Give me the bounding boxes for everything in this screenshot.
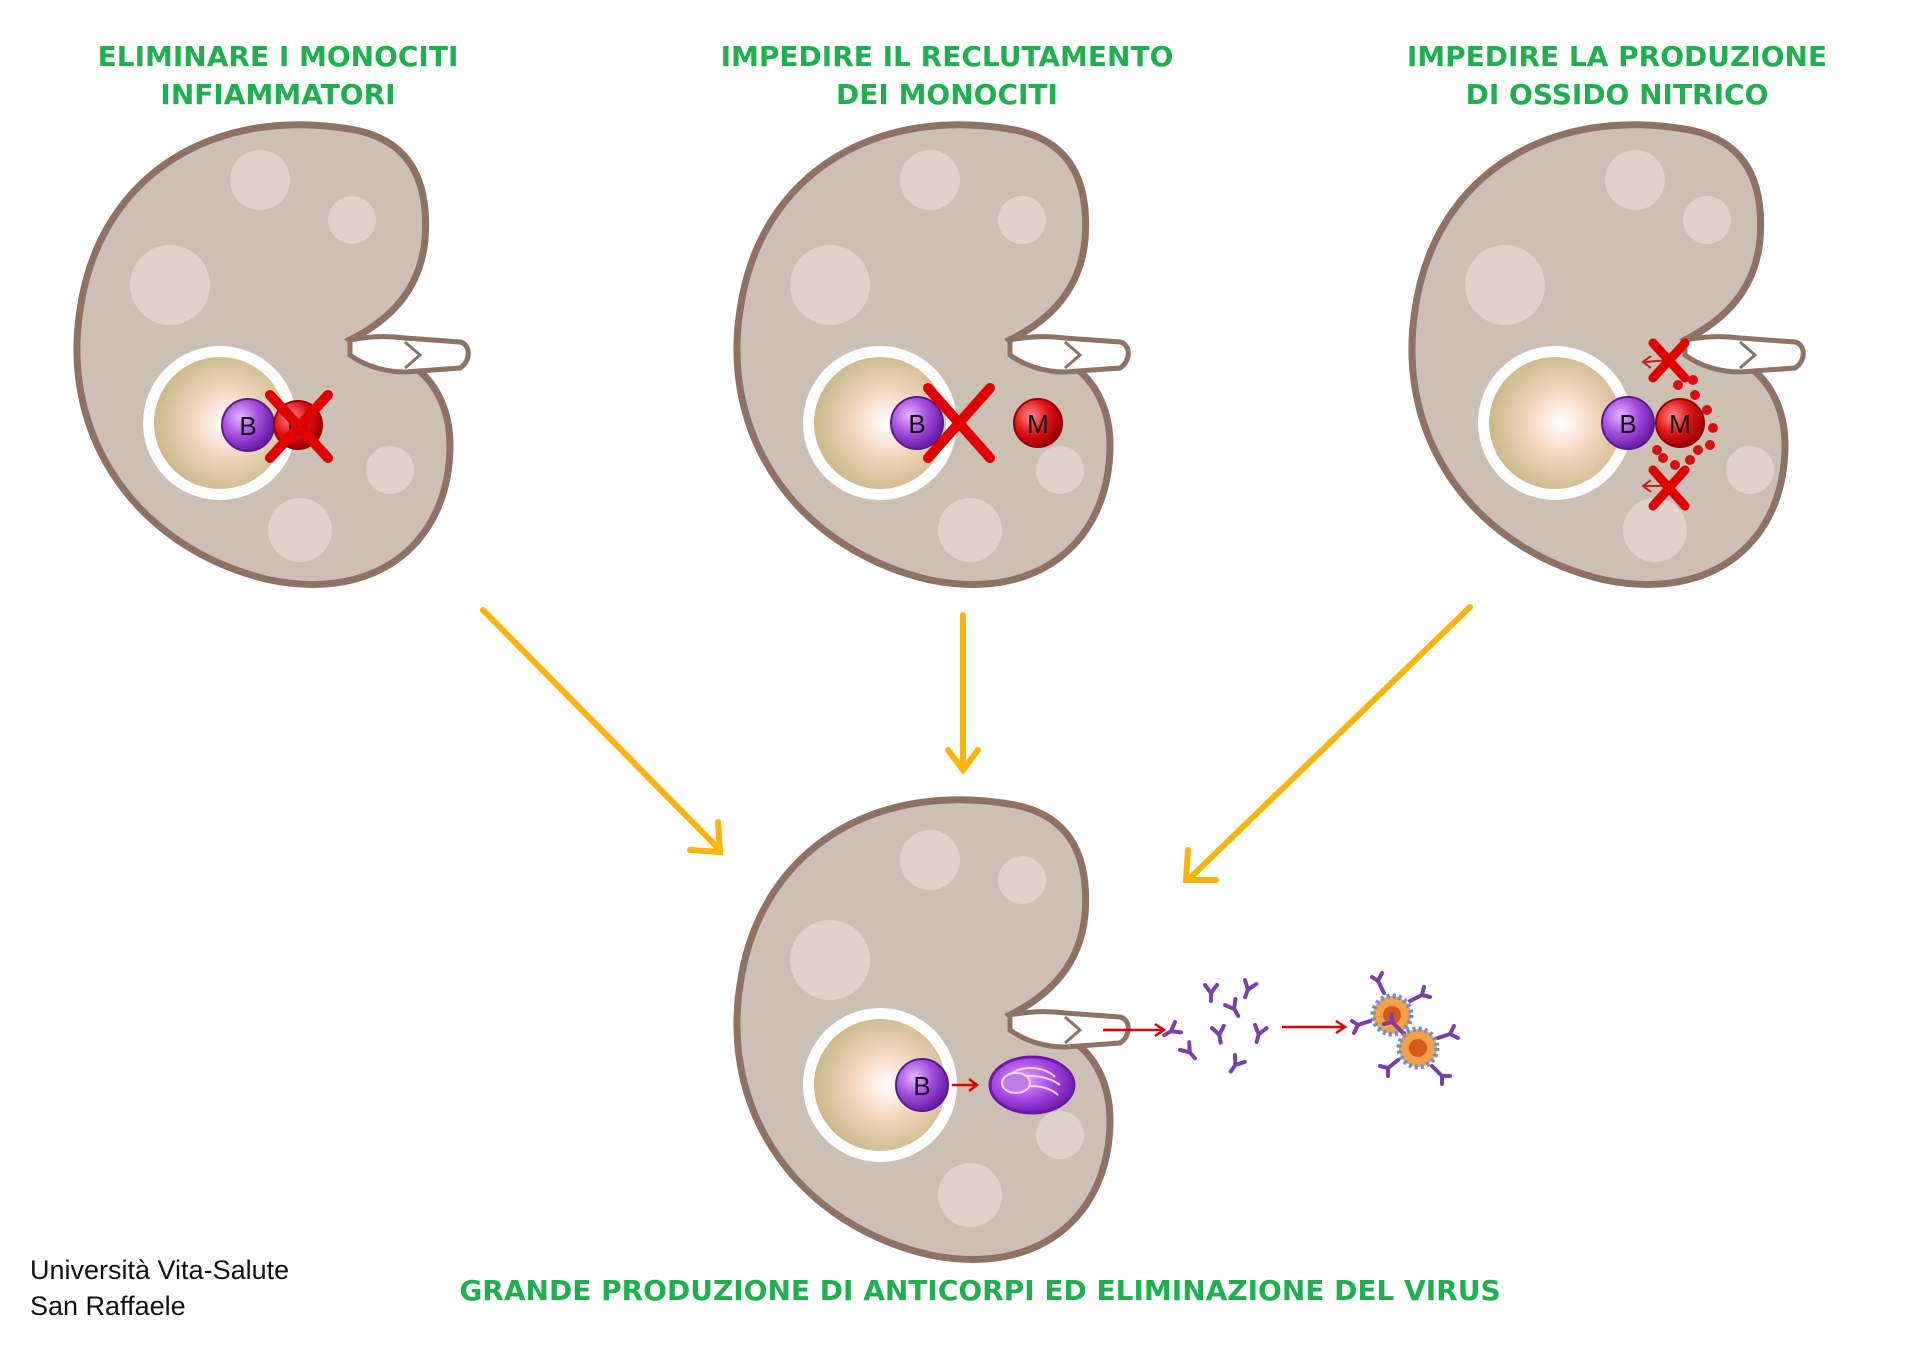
antibody-icon [1178, 1040, 1197, 1061]
neutralization-arrow [1282, 1019, 1348, 1035]
panel-2-title: IMPEDIRE IL RECLUTAMENTO DEI MONOCITI [720, 40, 1174, 111]
university-credit: Università Vita-Salute San Raffaele [30, 1252, 350, 1324]
arrow-center [945, 612, 981, 775]
convergence-arrows [480, 604, 1473, 883]
b-cell: B [890, 396, 944, 450]
b-cell-label: B [1619, 409, 1636, 439]
plasma-cell [988, 1055, 1076, 1115]
antibody-icon [1243, 978, 1259, 1000]
antibody-icon [1228, 1053, 1247, 1074]
monocyte: M [1655, 398, 1705, 448]
efferent-vessel [1007, 334, 1131, 375]
lymph-node-1: B M [73, 121, 471, 588]
antibody-cluster [1162, 978, 1269, 1074]
arrow-left [480, 607, 724, 856]
antibody-icon [1253, 1023, 1269, 1045]
lymph-node-result: B [733, 796, 1131, 1263]
panel-1-title: ELIMINARE I MONOCITI INFIAMMATORI [97, 40, 459, 111]
b-cell-label: B [908, 409, 925, 439]
efferent-vessel [347, 334, 471, 375]
monocyte-label: M [1027, 409, 1049, 439]
panel-3-title: IMPEDIRE LA PRODUZIONE DI OSSIDO NITRICO [1406, 40, 1828, 111]
germinal-center [154, 357, 286, 489]
virus-icon [1378, 1012, 1460, 1086]
red-cross-icon [923, 383, 995, 463]
b-cell: B [895, 1058, 949, 1112]
red-cross-icon [1648, 465, 1690, 511]
secretion-arrow [1103, 1022, 1167, 1038]
b-cell: B [1601, 396, 1655, 450]
red-cross-icon [1648, 338, 1690, 383]
nitric-oxide-dots [1652, 375, 1718, 470]
red-cross-icon [265, 390, 333, 463]
monocyte-label: M [1669, 409, 1691, 439]
b-cell-label: B [913, 1071, 930, 1101]
result-title: GRANDE PRODUZIONE DI ANTICORPI ED ELIMIN… [459, 1274, 1501, 1307]
lymph-node-2: B M [733, 121, 1131, 588]
germinal-center [814, 1019, 946, 1151]
credit-line-1: Università Vita-Salute [30, 1255, 290, 1285]
inhibited-arrow-bottom [1641, 465, 1690, 511]
germinal-center [1489, 357, 1621, 489]
arrow-right [1182, 604, 1473, 883]
differentiation-arrow [952, 1078, 980, 1092]
antibody-icon [1203, 983, 1219, 1003]
credit-line-2: San Raffaele [30, 1291, 186, 1321]
inhibited-arrow-top [1641, 338, 1690, 383]
b-cell: B [221, 398, 275, 452]
antibody-icon [1162, 1020, 1183, 1038]
antibody-icon [1223, 997, 1241, 1018]
efferent-vessel [1682, 334, 1806, 375]
monocyte: M [1013, 398, 1063, 448]
b-cell-label: B [239, 411, 256, 441]
antibody-icon [1210, 1023, 1226, 1045]
germinal-center [814, 357, 946, 489]
lymph-node-3: B M [1408, 121, 1806, 588]
